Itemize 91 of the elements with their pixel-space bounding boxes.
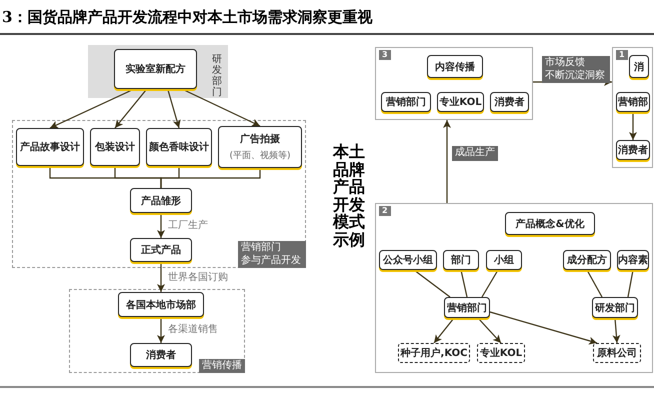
box-label: 广告拍摄 — [240, 132, 280, 146]
process-box — [130, 343, 192, 367]
box-label: 内容传播 — [435, 60, 475, 74]
edge-label: 世界各国订购 — [168, 270, 228, 284]
box-label: 部门 — [451, 253, 471, 267]
process-box — [130, 188, 192, 213]
arrow — [157, 317, 165, 343]
numbered-panel — [375, 203, 653, 373]
box-label: 原料公司 — [597, 346, 637, 360]
box-label: 营销部 — [618, 96, 648, 109]
box-note: (平面、视频等) — [229, 150, 291, 162]
box-label: 产品故事设计 — [20, 140, 80, 154]
edge-label: 成品生产 — [452, 146, 498, 160]
numbered-panel — [375, 47, 533, 120]
box-label: 专业KOL — [439, 96, 482, 109]
department-band — [88, 45, 228, 98]
box-label: 种子用户,KOC — [400, 346, 468, 360]
process-box — [427, 55, 483, 78]
process-box — [629, 55, 649, 78]
connector-line — [481, 270, 499, 298]
arrow — [50, 89, 132, 129]
box-label: 实验室新配方 — [126, 62, 186, 76]
arrow — [434, 318, 454, 344]
process-box — [437, 92, 484, 112]
process-box — [218, 126, 302, 168]
process-box — [130, 238, 192, 262]
edge-label: 市场反馈不断沉淀洞察 — [542, 56, 610, 83]
box-label: 小组 — [494, 254, 514, 267]
arrow — [443, 120, 451, 203]
dashed-box — [593, 343, 641, 363]
box-label: 营销部门 — [386, 95, 426, 109]
vertical-label: 研发部门 — [212, 54, 222, 98]
numbered-panel — [612, 47, 653, 168]
edge-label: 各渠道销售 — [168, 322, 218, 336]
process-box — [592, 297, 638, 318]
process-box — [505, 212, 595, 235]
process-box — [90, 128, 140, 166]
box-label: 消费者 — [494, 96, 524, 109]
connector-line — [414, 270, 450, 298]
arrow — [478, 318, 502, 344]
group-tag: 营销部门参与产品开发 — [238, 241, 306, 268]
box-label: 产品概念&优化 — [516, 218, 584, 230]
box-label: 公众号小组 — [383, 254, 433, 267]
connector-line — [460, 270, 468, 298]
arrow — [184, 89, 260, 127]
box-label: 内容素 — [618, 253, 648, 267]
process-box — [379, 250, 437, 270]
process-box — [443, 250, 479, 270]
process-box — [563, 250, 611, 270]
box-label: 消 — [634, 60, 644, 74]
box-label: 颜色香味设计 — [149, 140, 209, 154]
arrow — [157, 213, 165, 238]
arrow — [629, 112, 637, 140]
process-box — [381, 92, 431, 112]
process-box — [444, 297, 490, 318]
process-box — [16, 128, 84, 166]
box-label: 研发部门 — [595, 301, 635, 314]
box-label: 营销部门 — [447, 301, 487, 314]
process-box — [114, 49, 197, 89]
dashed-group-frame — [69, 289, 245, 373]
vertical-heading: 本土品牌产品开发模式示例 — [333, 143, 365, 249]
connector-line — [627, 270, 634, 298]
arrow — [612, 318, 620, 344]
process-box — [486, 250, 522, 270]
group-tag: 营销传播 — [199, 358, 245, 373]
dashed-group-frame — [12, 120, 306, 268]
box-label: 消费者 — [146, 348, 176, 362]
figure-title: 3：国货品牌产品开发流程中对本土市场需求洞察更重视 — [2, 8, 372, 27]
box-label: 成分配方 — [567, 253, 607, 267]
process-box — [616, 140, 650, 160]
process-box — [490, 92, 529, 112]
panel-number: 3 — [379, 50, 391, 60]
box-label: 各国本地市场部 — [126, 298, 196, 312]
process-box — [146, 128, 212, 166]
panel-number: 2 — [379, 206, 391, 216]
panel-number: 1 — [616, 50, 628, 60]
box-label: 产品雏形 — [141, 194, 181, 208]
connector-line — [160, 168, 261, 188]
process-box — [616, 92, 650, 112]
dashed-box — [477, 343, 525, 363]
process-box — [118, 292, 204, 317]
box-label: 正式产品 — [141, 244, 181, 257]
edge-label: 工厂生产 — [168, 218, 208, 232]
box-label: 专业KOL — [480, 346, 522, 360]
arrow — [490, 311, 598, 345]
arrow — [114, 90, 146, 128]
arrow — [167, 90, 181, 128]
box-label: 包装设计 — [95, 140, 135, 154]
arrow — [157, 262, 165, 292]
connector-line — [586, 270, 603, 298]
box-label: 消费者 — [618, 144, 648, 157]
